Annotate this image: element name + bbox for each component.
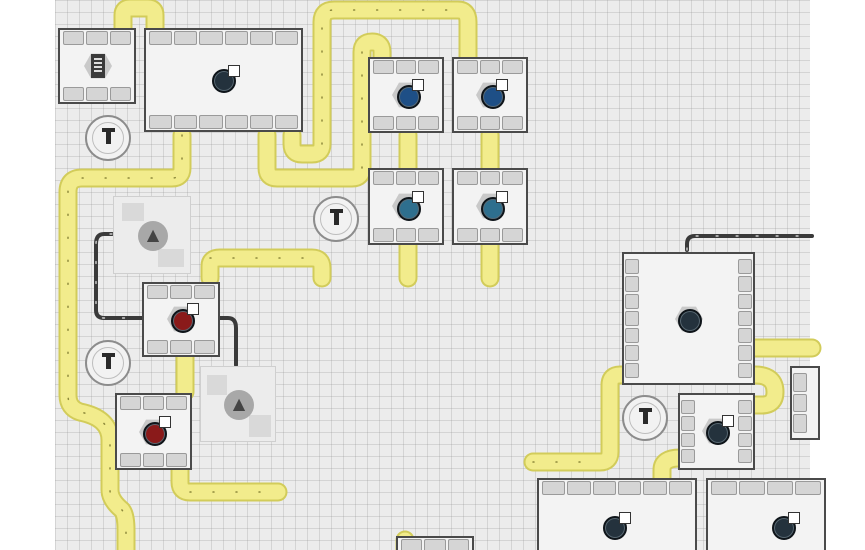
pylon-icon (639, 408, 652, 424)
machine-blue-crystal-b[interactable] (452, 57, 528, 133)
count-badge-icon (496, 191, 508, 203)
hub-mid-left[interactable] (85, 340, 131, 386)
machine-edge-right[interactable] (790, 366, 820, 440)
machine-dark-orb-right[interactable] (678, 393, 755, 470)
panel-logic-gate-top[interactable] (113, 196, 191, 274)
pylon-icon (330, 209, 343, 225)
machine-cyan-gem-a[interactable] (368, 168, 444, 245)
count-badge-icon (228, 65, 240, 77)
dark-orb-item (603, 516, 627, 540)
triangle-symbol-icon (138, 221, 168, 251)
green-orb-item (678, 309, 702, 333)
hub-center[interactable] (313, 196, 359, 242)
document-icon (91, 54, 105, 78)
machine-blue-crystal-a[interactable] (368, 57, 444, 133)
pylon-icon (102, 128, 115, 144)
machine-file-storage[interactable] (58, 28, 136, 104)
hub-right[interactable] (622, 395, 668, 441)
count-badge-icon (722, 415, 734, 427)
machine-large-producer[interactable] (144, 28, 303, 132)
recycle-symbol-icon (224, 390, 254, 420)
machine-green-orb-large[interactable] (622, 252, 755, 385)
count-badge-icon (412, 79, 424, 91)
hub-top-left[interactable] (85, 115, 131, 161)
machine-bottom-center[interactable] (396, 536, 474, 550)
count-badge-icon (619, 512, 631, 524)
count-badge-icon (412, 191, 424, 203)
machine-bottom-a[interactable] (537, 478, 697, 550)
machine-red-gem-center[interactable] (142, 282, 220, 357)
pylon-icon (102, 353, 115, 369)
panel-logic-gate-bottom[interactable] (200, 366, 276, 442)
machine-cyan-gem-b[interactable] (452, 168, 528, 245)
count-badge-icon (159, 416, 171, 428)
count-badge-icon (788, 512, 800, 524)
machine-bottom-b[interactable] (706, 478, 826, 550)
count-badge-icon (496, 79, 508, 91)
machine-red-gem-bottom[interactable] (115, 393, 192, 470)
count-badge-icon (187, 303, 199, 315)
